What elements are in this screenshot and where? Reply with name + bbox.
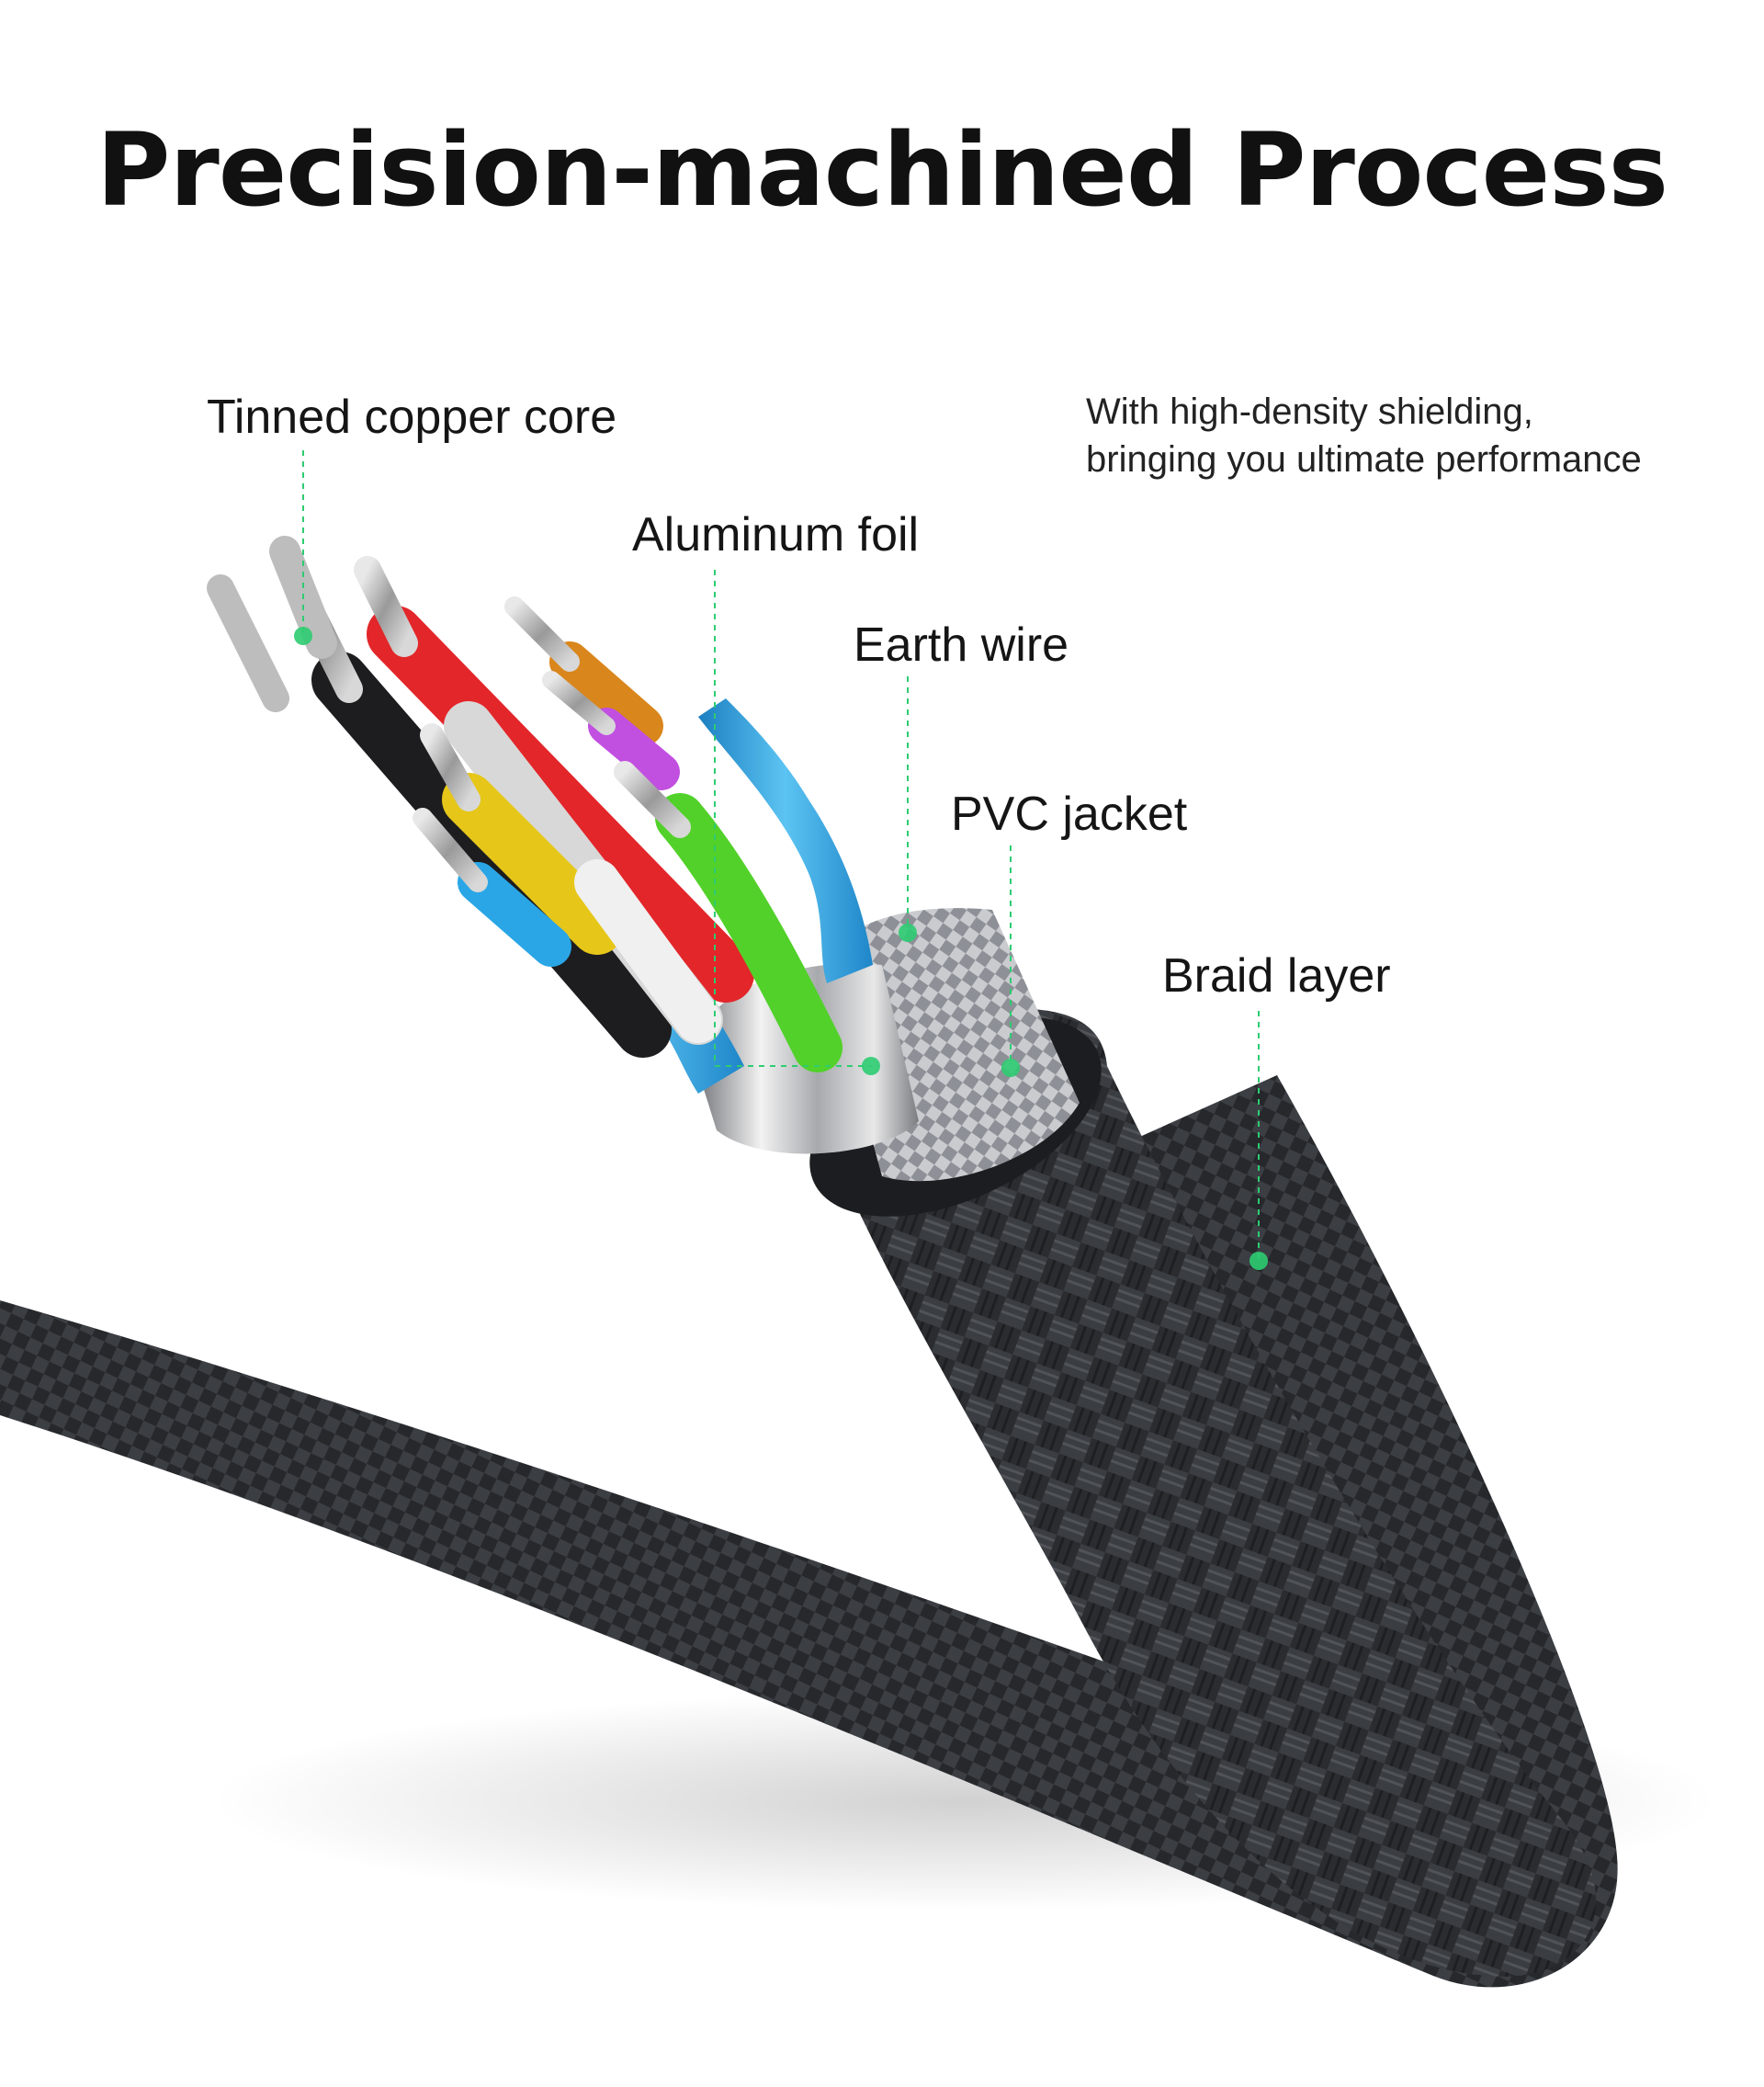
blue-insulation-twist-right: [698, 698, 873, 983]
leader-dots: [294, 627, 1268, 1270]
label-aluminum-foil: Aluminum foil: [632, 508, 920, 561]
performance-note: With high-density shielding, bringing yo…: [1086, 388, 1642, 483]
performance-note-line-1: With high-density shielding,: [1086, 391, 1533, 432]
label-pvc-jacket: PVC jacket: [951, 788, 1188, 841]
leader-lines: [302, 450, 1260, 1259]
label-tinned-copper-core: Tinned copper core: [207, 391, 617, 444]
label-braid-layer: Braid layer: [1162, 949, 1391, 1003]
braid-layer-sleeve: [823, 1008, 1597, 1977]
inner-wires: [207, 536, 842, 1072]
label-earth-wire: Earth wire: [854, 618, 1069, 672]
performance-note-line-2: bringing you ultimate performance: [1086, 439, 1642, 480]
page-title: Precision-machined Process: [96, 111, 1668, 229]
